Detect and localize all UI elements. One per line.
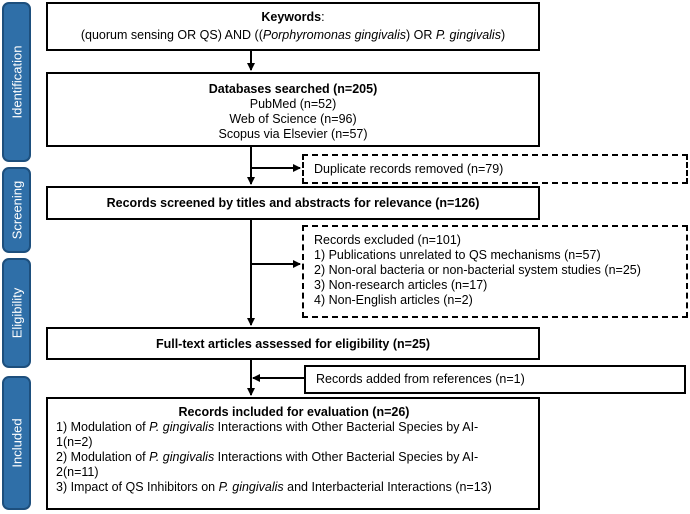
database-pubmed: PubMed (n=52): [249, 97, 337, 111]
fulltext-text: Full-text articles assessed for eligibil…: [155, 337, 431, 351]
keywords-query-part-5: ): [500, 28, 506, 42]
keywords-box: Keywords: (quorum sensing OR QS) AND ((P…: [46, 2, 540, 51]
included-item-2-part-c: Interactions with Other Bacterial Specie…: [214, 450, 479, 464]
keywords-title: Keywords: [261, 10, 322, 24]
keywords-query-species: Porphyromonas gingivalis: [262, 28, 406, 42]
excluded-item-2: 2) Non-oral bacteria or non-bacterial sy…: [314, 263, 641, 277]
included-item-3-part-c: and Interbacterial Interactions (n=13): [283, 480, 492, 494]
excluded-item-4: 4) Non-English articles (n=2): [314, 293, 473, 307]
database-web-of-science: Web of Science (n=96): [229, 112, 357, 126]
keywords-query-part-1: (quorum sensing OR QS) AND ((: [80, 28, 263, 42]
stage-screening: Screening: [2, 167, 31, 253]
included-item-2: 2) Modulation of P. gingivalis Interacti…: [56, 450, 532, 465]
excluded-item-1: 1) Publications unrelated to QS mechanis…: [314, 248, 601, 262]
included-item-1: 1) Modulation of P. gingivalis Interacti…: [56, 420, 532, 435]
included-box: Records included for evaluation (n=26) 1…: [46, 397, 540, 510]
included-item-3-part-a: 3) Impact of QS Inhibitors on: [56, 480, 219, 494]
included-item-3-species: P. gingivalis: [218, 480, 284, 494]
databases-box: Databases searched (n=205) PubMed (n=52)…: [46, 72, 540, 147]
duplicates-box: Duplicate records removed (n=79): [302, 154, 688, 184]
keywords-query-part-3: ) OR: [406, 28, 436, 42]
screened-box: Records screened by titles and abstracts…: [46, 186, 540, 220]
stage-identification: Identification: [2, 2, 31, 162]
keywords-query-abbrev: P. gingivalis: [435, 28, 501, 42]
included-title: Records included for evaluation (n=26): [178, 405, 410, 419]
duplicates-text: Duplicate records removed (n=79): [314, 162, 504, 176]
included-item-3: 3) Impact of QS Inhibitors on P. gingiva…: [56, 480, 532, 495]
included-item-1-species: P. gingivalis: [149, 420, 215, 434]
included-item-1-part-c: Interactions with Other Bacterial Specie…: [214, 420, 479, 434]
stage-included: Included: [2, 376, 31, 510]
databases-title: Databases searched (n=205): [208, 82, 378, 96]
screened-text: Records screened by titles and abstracts…: [106, 196, 480, 210]
database-scopus: Scopus via Elsevier (n=57): [218, 127, 368, 141]
included-item-2-part-a: 2) Modulation of: [56, 450, 150, 464]
excluded-box: Records excluded (n=101) 1) Publications…: [302, 225, 688, 318]
keywords-colon: :: [321, 10, 325, 24]
included-item-1-part-a: 1) Modulation of: [56, 420, 150, 434]
included-item-2-count: 2(n=11): [56, 465, 99, 479]
added-references-box: Records added from references (n=1): [304, 365, 686, 394]
excluded-title: Records excluded (n=101): [314, 233, 461, 247]
added-references-text: Records added from references (n=1): [316, 372, 525, 386]
included-item-1-count: 1(n=2): [56, 435, 93, 449]
fulltext-box: Full-text articles assessed for eligibil…: [46, 327, 540, 360]
stage-eligibility: Eligibility: [2, 258, 31, 368]
included-item-2-species: P. gingivalis: [149, 450, 215, 464]
excluded-item-3: 3) Non-research articles (n=17): [314, 278, 488, 292]
